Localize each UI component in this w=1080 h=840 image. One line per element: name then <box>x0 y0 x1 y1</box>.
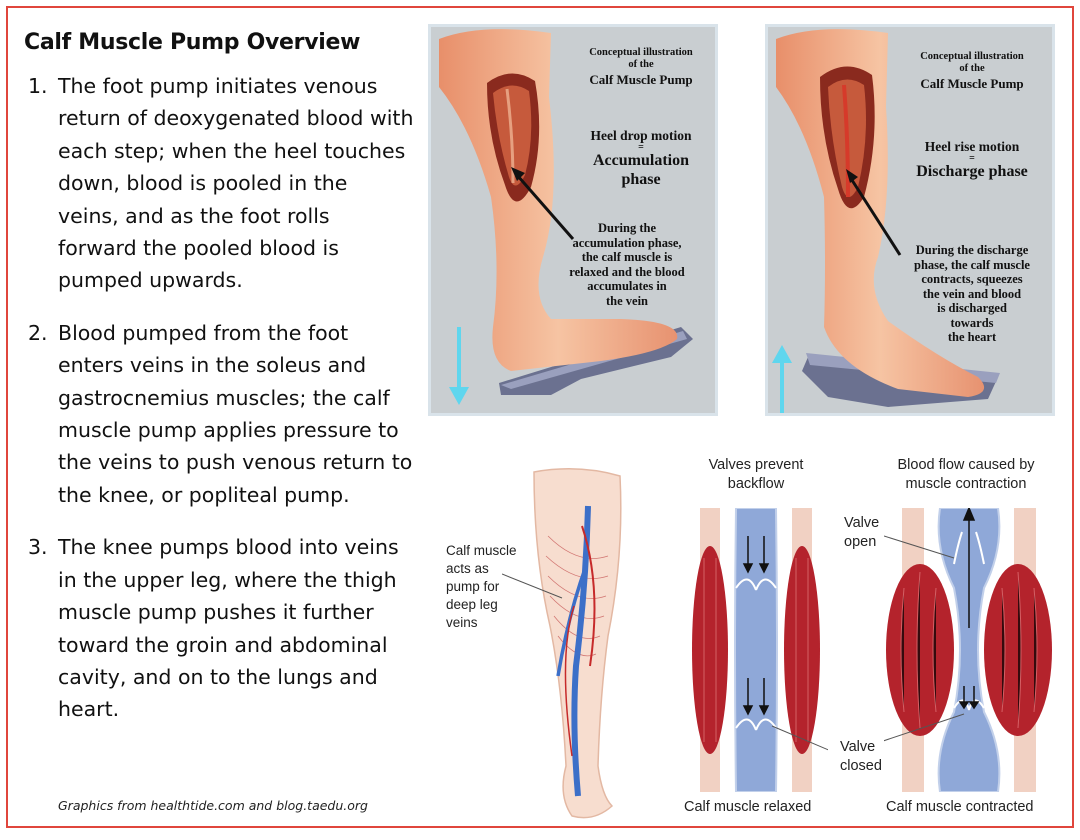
label-line: pump for <box>446 579 500 594</box>
list-number: 2. <box>28 320 48 345</box>
contracted-vein-diagram <box>884 508 1052 792</box>
downward-flow-arrows <box>742 536 770 716</box>
list-number: 3. <box>28 535 48 560</box>
phase-text: Accumulation <box>593 151 689 169</box>
label-line: deep leg <box>446 597 498 612</box>
pointer-arrow-head <box>846 169 858 183</box>
label-pointer-line <box>502 573 563 599</box>
accumulation-phase-panel: Conceptual illustration of the Calf Musc… <box>428 24 718 416</box>
valve-closed-bottom <box>735 718 777 731</box>
pointer-arrow <box>515 174 575 240</box>
desc-line: the heart <box>947 330 997 344</box>
header-line: Conceptual illustration <box>920 51 1024 62</box>
desc-line: the vein and blood <box>922 286 1022 301</box>
label-line: closed <box>840 758 882 774</box>
label-line: veins <box>446 615 478 630</box>
label-line: Valve <box>844 515 880 531</box>
valve-open <box>953 531 985 565</box>
calf-muscle-label: Calf muscle acts as pump for deep leg ve… <box>446 542 517 632</box>
list-text: The knee pumps blood into veins in the u… <box>58 535 399 722</box>
valves-prevent-backflow-label: Valves prevent backflow <box>696 456 816 494</box>
motion-text: Heel drop motion <box>590 128 692 143</box>
caption-relaxed: Calf muscle relaxed <box>684 799 812 815</box>
panel-header: Conceptual illustration of the Calf Musc… <box>896 51 1048 91</box>
graphics-credit: Graphics from healthtide.com and blog.ta… <box>58 798 368 813</box>
desc-line: accumulation phase, <box>572 235 682 250</box>
label-line: muscle contraction <box>905 476 1027 492</box>
relaxed-calf-muscle <box>784 546 820 754</box>
artery <box>581 525 596 667</box>
heel-rise-illustration <box>772 29 1000 413</box>
label-line: Blood flow caused by <box>897 457 1035 473</box>
valve-closed-pointer <box>884 713 965 742</box>
list-item: 3. The knee pumps blood into veins in the… <box>22 531 414 725</box>
header-line: of the <box>628 59 654 71</box>
vein <box>734 508 778 792</box>
label-line: open <box>844 534 877 550</box>
equals-sign: = <box>969 152 975 164</box>
overview-list: 1. The foot pump initiates venous return … <box>22 70 414 746</box>
motion-label: Heel rise motion = Discharge phase <box>896 139 1048 182</box>
label-line: acts as <box>446 561 489 576</box>
list-text: Blood pumped from the foot enters veins … <box>58 320 413 507</box>
valve-closed-label: Valve closed <box>840 738 882 776</box>
list-item: 2. Blood pumped from the foot enters vein… <box>22 317 414 511</box>
artery-branch <box>564 605 575 757</box>
desc-line: is discharged <box>937 301 1007 315</box>
desc-line: the vein <box>605 293 648 308</box>
header-line: Conceptual illustration <box>589 47 693 58</box>
calf-muscle-lines <box>545 535 609 657</box>
pointer-arrow-head <box>511 167 525 181</box>
desc-line: contracts, squeezes <box>921 272 1023 286</box>
desc-line: the calf muscle is <box>581 250 673 264</box>
blood-flow-label: Blood flow caused by muscle contraction <box>876 456 1056 494</box>
discharge-phase-panel: Conceptual illustration of the Calf Musc… <box>765 24 1055 416</box>
desc-line: During the <box>598 221 656 235</box>
pointer-arrow <box>848 176 902 256</box>
phase-description: During the accumulation phase, the calf … <box>543 221 711 308</box>
desc-line: accumulates in <box>587 279 667 293</box>
heel-drop-illustration <box>439 29 693 405</box>
valve-closed-top <box>735 578 777 591</box>
relaxed-vein-diagram <box>692 508 828 792</box>
phase-text: Discharge phase <box>916 162 1028 180</box>
label-line: Calf muscle <box>446 543 517 558</box>
vein-drawing <box>505 88 515 184</box>
list-number: 1. <box>28 74 48 98</box>
desc-line: phase, the calf muscle <box>914 257 1030 272</box>
caption-contracted: Calf muscle contracted <box>886 799 1034 815</box>
motion-text: Heel rise motion <box>924 139 1020 154</box>
list-item: 1. The foot pump initiates venous return … <box>22 70 414 297</box>
motion-label: Heel drop motion = Accumulation phase <box>571 128 711 190</box>
slide-title: Calf Muscle Pump Overview <box>24 30 361 55</box>
deep-vein <box>571 505 591 797</box>
valve-closed <box>953 699 985 711</box>
vein-drawing <box>842 84 850 198</box>
label-line: Valve <box>840 739 876 755</box>
phase-text: phase <box>621 170 661 188</box>
leg-vein-diagram <box>533 468 622 819</box>
relaxed-calf-muscle <box>692 546 728 754</box>
squeezed-vein <box>937 508 1001 792</box>
panel-header: Conceptual illustration of the Calf Musc… <box>571 47 711 87</box>
valve-open-label: Valve open <box>844 514 880 552</box>
desc-line: relaxed and the blood <box>569 264 685 279</box>
label-line: backflow <box>727 476 785 492</box>
label-line: Valves prevent <box>708 457 804 473</box>
valve-closed-pointer <box>771 725 828 751</box>
header-line: Calf Muscle Pump <box>920 75 1024 91</box>
phase-description: During the discharge phase, the calf mus… <box>890 243 1052 345</box>
slide: Calf Muscle Pump Overview 1. The foot pum… <box>6 6 1074 828</box>
upward-flow-arrow <box>958 508 980 710</box>
valve-open-pointer <box>884 535 955 559</box>
equals-sign: = <box>638 141 644 153</box>
list-text: The foot pump initiates venous return of… <box>58 74 414 293</box>
header-line: of the <box>959 63 985 75</box>
up-arrow-icon-head <box>772 345 792 363</box>
desc-line: towards <box>950 315 994 330</box>
desc-line: During the discharge <box>915 243 1029 257</box>
down-arrow-icon-head <box>449 387 469 405</box>
header-line: Calf Muscle Pump <box>589 71 693 87</box>
